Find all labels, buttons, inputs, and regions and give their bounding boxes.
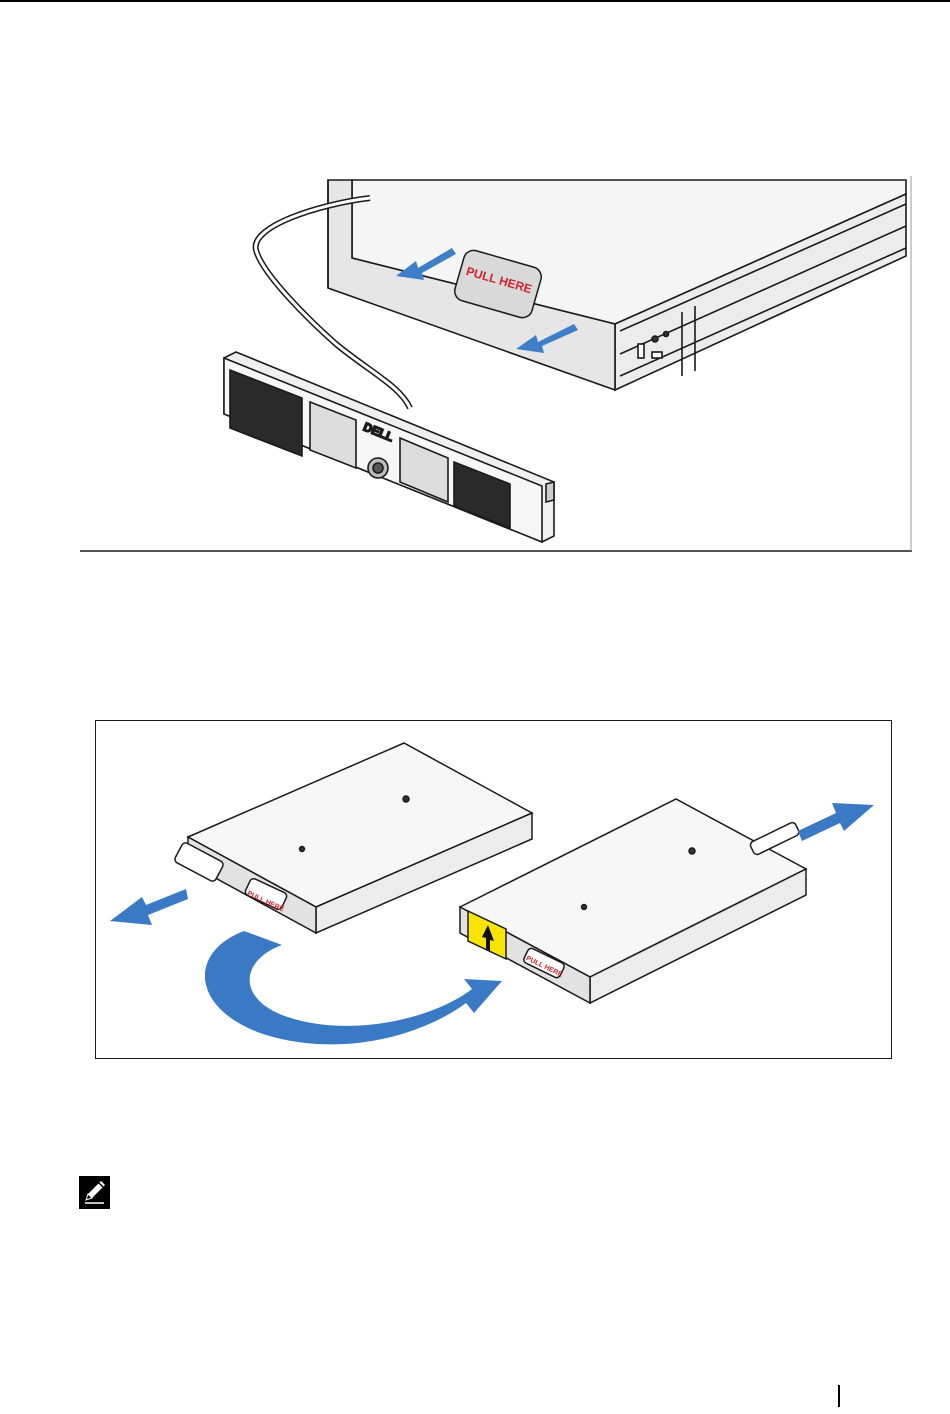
arrow-push-in-right bbox=[798, 803, 874, 841]
figure-remove-bezel: PULL HERE DELL bbox=[80, 176, 912, 552]
flip-arrow-icon bbox=[205, 931, 502, 1044]
pencil-note-icon bbox=[79, 1176, 110, 1209]
server-chassis bbox=[328, 180, 906, 390]
page-top-rule bbox=[0, 0, 950, 2]
page-number-separator bbox=[838, 1385, 840, 1407]
arrow-pull-out-left bbox=[110, 889, 188, 925]
figure-flip-carrier: PULL HERE PULL HERE bbox=[95, 720, 892, 1059]
